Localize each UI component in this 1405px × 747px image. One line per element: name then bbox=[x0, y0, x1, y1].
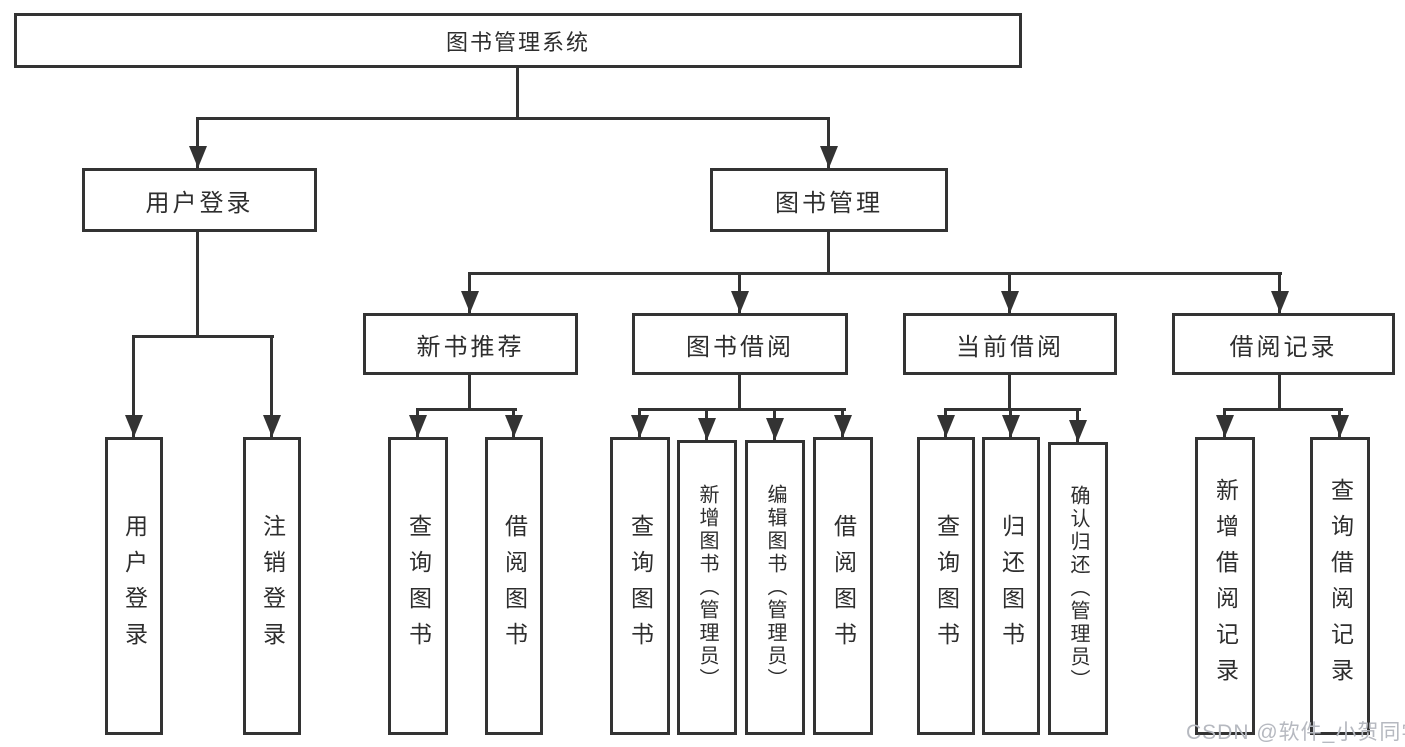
arrow-to-leaf-borrow-add bbox=[705, 408, 708, 440]
node-current-borrowing: 当前借阅 bbox=[903, 313, 1117, 375]
leaf-records-query-record-label: 查询借阅记录 bbox=[1327, 478, 1354, 694]
leaf-user-login-label: 用户登录 bbox=[121, 514, 148, 658]
node-current-borrowing-label: 当前借阅 bbox=[956, 333, 1064, 361]
arrow-to-book-management bbox=[827, 117, 830, 168]
arrow-to-leaf-current-confirm bbox=[1076, 408, 1079, 442]
leaf-current-confirm-return-admin-label: 确认归还（管理员） bbox=[1067, 485, 1089, 692]
arrow-to-leaf-current-return bbox=[1009, 408, 1012, 437]
arrow-to-leaf-newrec-borrow bbox=[512, 408, 515, 437]
node-book-management-label: 图书管理 bbox=[775, 189, 883, 217]
connector-borrowing-records-stem bbox=[1278, 375, 1281, 410]
node-new-book-recommend: 新书推荐 bbox=[363, 313, 578, 375]
leaf-borrow-add-books-admin-label: 新增图书（管理员） bbox=[696, 484, 718, 691]
connector-book-borrowing-stem bbox=[738, 375, 741, 410]
node-book-borrowing: 图书借阅 bbox=[632, 313, 848, 375]
connector-user-login-stem bbox=[196, 232, 199, 337]
connector-root-branch bbox=[196, 117, 830, 120]
arrow-to-leaf-newrec-query bbox=[416, 408, 419, 437]
arrow-to-leaf-user-login bbox=[132, 335, 135, 437]
arrow-to-leaf-records-add bbox=[1223, 408, 1226, 437]
leaf-logout-login: 注销登录 bbox=[243, 437, 301, 735]
leaf-borrow-borrow-books: 借阅图书 bbox=[813, 437, 873, 735]
leaf-current-query-books: 查询图书 bbox=[917, 437, 975, 735]
leaf-borrow-edit-books-admin-label: 编辑图书（管理员） bbox=[764, 484, 786, 691]
connector-book-borrowing-branch bbox=[638, 408, 846, 411]
arrow-to-new-book-recommend bbox=[468, 272, 471, 313]
connector-book-management-stem bbox=[827, 232, 830, 274]
arrow-to-borrowing-records bbox=[1278, 272, 1281, 313]
node-book-management: 图书管理 bbox=[710, 168, 948, 232]
leaf-borrow-query-books: 查询图书 bbox=[610, 437, 670, 735]
leaf-current-return-books: 归还图书 bbox=[982, 437, 1040, 735]
node-root-label: 图书管理系统 bbox=[445, 29, 590, 55]
arrow-to-leaf-records-query bbox=[1338, 408, 1341, 437]
arrow-to-leaf-borrow-edit bbox=[773, 408, 776, 440]
leaf-borrow-add-books-admin: 新增图书（管理员） bbox=[677, 440, 737, 735]
connector-current-borrowing-branch bbox=[944, 408, 1081, 411]
csdn-watermark: CSDN @软件_小贺同学 bbox=[1186, 721, 1405, 744]
node-root: 图书管理系统 bbox=[14, 13, 1022, 68]
arrow-to-user-login bbox=[196, 117, 199, 168]
arrow-to-leaf-current-query bbox=[944, 408, 947, 437]
arrow-to-leaf-borrow-borrow bbox=[841, 408, 844, 437]
node-user-login: 用户登录 bbox=[82, 168, 317, 232]
leaf-newrec-query-books-label: 查询图书 bbox=[405, 514, 432, 658]
arrow-to-current-borrowing bbox=[1008, 272, 1011, 313]
leaf-newrec-borrow-books-label: 借阅图书 bbox=[501, 514, 528, 658]
connector-user-login-branch bbox=[132, 335, 274, 338]
connector-root-stem bbox=[516, 68, 519, 120]
arrow-to-book-borrowing bbox=[738, 272, 741, 313]
leaf-current-confirm-return-admin: 确认归还（管理员） bbox=[1048, 442, 1108, 735]
connector-borrowing-records-branch bbox=[1223, 408, 1343, 411]
node-borrowing-records: 借阅记录 bbox=[1172, 313, 1395, 375]
leaf-current-query-books-label: 查询图书 bbox=[933, 514, 960, 658]
leaf-records-add-record: 新增借阅记录 bbox=[1195, 437, 1255, 735]
leaf-borrow-borrow-books-label: 借阅图书 bbox=[830, 514, 857, 658]
leaf-logout-login-label: 注销登录 bbox=[259, 514, 286, 658]
leaf-newrec-query-books: 查询图书 bbox=[388, 437, 448, 735]
connector-new-book-recommend-branch bbox=[416, 408, 517, 411]
leaf-borrow-edit-books-admin: 编辑图书（管理员） bbox=[745, 440, 805, 735]
leaf-newrec-borrow-books: 借阅图书 bbox=[485, 437, 543, 735]
connector-new-book-recommend-stem bbox=[468, 375, 471, 410]
connector-current-borrowing-stem bbox=[1008, 375, 1011, 410]
node-new-book-recommend-label: 新书推荐 bbox=[416, 333, 525, 361]
node-borrowing-records-label: 借阅记录 bbox=[1229, 333, 1338, 361]
leaf-records-add-record-label: 新增借阅记录 bbox=[1212, 478, 1239, 694]
node-user-login-label: 用户登录 bbox=[145, 189, 254, 217]
connector-book-management-branch bbox=[468, 272, 1282, 275]
leaf-records-query-record: 查询借阅记录 bbox=[1310, 437, 1370, 735]
leaf-borrow-query-books-label: 查询图书 bbox=[627, 514, 654, 658]
node-book-borrowing-label: 图书借阅 bbox=[686, 333, 794, 361]
leaf-user-login: 用户登录 bbox=[105, 437, 163, 735]
leaf-current-return-books-label: 归还图书 bbox=[998, 514, 1025, 658]
arrow-to-leaf-borrow-query bbox=[638, 408, 641, 437]
arrow-to-leaf-logout-login bbox=[270, 335, 273, 437]
